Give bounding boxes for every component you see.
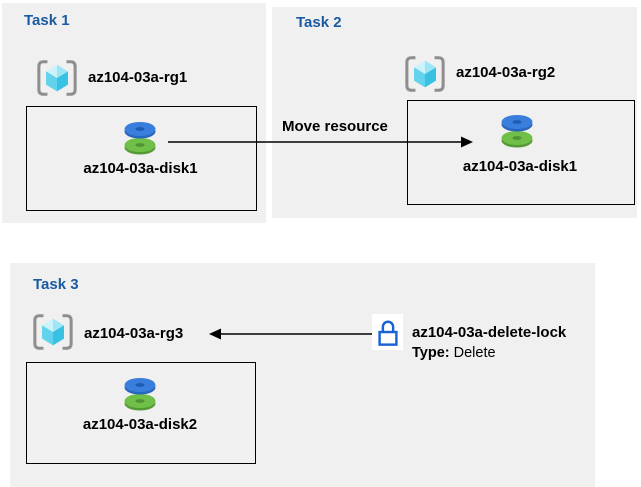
task3-title: Task 3 [33, 276, 79, 293]
resource-group-icon [37, 60, 77, 96]
task2-panel [272, 7, 637, 218]
task1-disk-box [26, 106, 257, 211]
task3-panel [10, 263, 595, 487]
arrow-left-icon [209, 328, 372, 340]
delete-lock-type: Type: Delete [412, 344, 496, 362]
task2-title: Task 2 [296, 14, 342, 31]
task2-disk-label: az104-03a-disk1 [462, 158, 578, 175]
task3-disk-box [26, 362, 256, 464]
resource-group-icon [33, 314, 73, 350]
task3-disk-label: az104-03a-disk2 [82, 416, 198, 433]
task2-disk-box [407, 100, 635, 205]
move-resource-label: Move resource [282, 118, 388, 135]
task1-title: Task 1 [24, 12, 70, 29]
managed-disk-icon [124, 378, 156, 411]
arrow-right-icon [168, 136, 473, 148]
managed-disk-icon [124, 122, 156, 155]
task1-panel [2, 3, 266, 223]
lock-icon-background [372, 314, 403, 350]
resource-group-icon [405, 56, 445, 92]
lock-icon [377, 320, 398, 346]
managed-disk-icon [501, 115, 533, 148]
task1-disk-label: az104-03a-disk1 [83, 160, 198, 177]
task1-resource-group-label: az104-03a-rg1 [88, 69, 188, 86]
delete-lock-type-label: Type: [412, 345, 450, 361]
task3-resource-group-label: az104-03a-rg3 [84, 325, 184, 342]
delete-lock-type-value: Delete [453, 345, 496, 361]
task2-resource-group-label: az104-03a-rg2 [456, 64, 556, 81]
delete-lock-name: az104-03a-delete-lock [412, 324, 567, 341]
